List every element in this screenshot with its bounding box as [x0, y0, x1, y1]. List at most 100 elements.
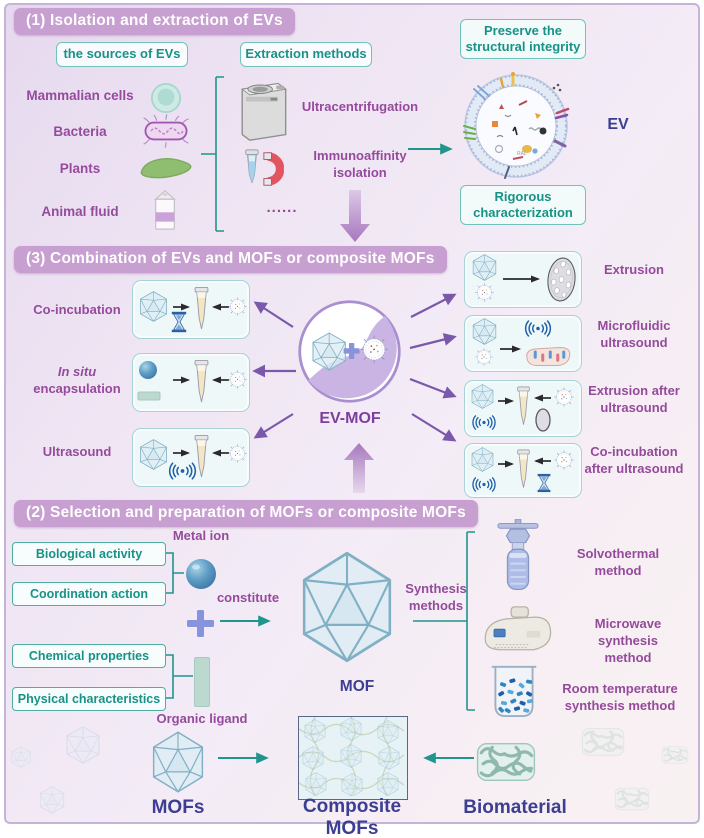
ev-icon	[359, 335, 389, 364]
ultrasound-icon	[524, 320, 552, 337]
bacteria-icon	[138, 114, 194, 148]
method-label-in-situ: In situ encapsulation	[14, 364, 140, 398]
tube-icon	[517, 449, 530, 488]
biomaterial-label: Biomaterial	[463, 797, 567, 818]
faded-mof-icon	[10, 746, 32, 768]
section3-banner: (3) Combination of EVs and MOFs or compo…	[14, 246, 447, 273]
metal-ion-label: Metal ion	[172, 528, 230, 543]
source-label-mammalian: Mammalian cells	[26, 88, 134, 103]
source-label-bacteria: Bacteria	[53, 124, 107, 139]
composite-mofs-label: Composite MOFs	[302, 796, 402, 838]
sources-heading-box: the sources of EVs	[56, 42, 188, 67]
source-label-plants: Plants	[59, 161, 101, 176]
organic-ligand-icon	[137, 391, 161, 401]
ev-icon	[228, 444, 247, 463]
tube-icon	[194, 286, 209, 330]
mof-label: MOF	[339, 678, 375, 695]
mofs-label: MOFs	[151, 797, 205, 818]
ultrasound-icon	[168, 462, 197, 480]
flow-down-arrow	[340, 190, 370, 242]
cell-icon	[150, 82, 182, 114]
ev-mof-circle	[298, 300, 401, 403]
mof-icon	[471, 447, 494, 472]
autoclave-icon	[496, 517, 540, 593]
co-incubation-box	[132, 280, 250, 339]
microwave-icon	[482, 605, 554, 655]
solvothermal-label: Solvothermal method	[576, 546, 660, 578]
plus-icon	[187, 610, 214, 637]
magnet-tube-icon	[238, 148, 284, 190]
method-label-microfluidic: Microfluidic ultrasound	[597, 318, 671, 350]
membrane-icon	[535, 408, 551, 432]
metal-ion-icon	[186, 559, 216, 589]
source-label-animal-fluid: Animal fluid	[41, 204, 119, 219]
method-label-ultrasound: Ultrasound	[42, 444, 112, 459]
flow-up-arrow	[344, 443, 374, 493]
tube-icon	[517, 386, 530, 425]
beaker-icon	[488, 661, 540, 721]
ev-icon	[228, 370, 247, 389]
organic-ligand-icon	[194, 657, 210, 707]
membrane-icon	[545, 256, 578, 303]
synthesis-heading: Synthesis methods	[405, 581, 467, 613]
metal-ion-icon	[139, 361, 157, 379]
preserve-note-box: Preserve the structural integrity	[460, 19, 586, 59]
plus-icon	[343, 342, 360, 359]
section2-banner: (2) Selection and preparation of MOFs or…	[14, 500, 478, 527]
svg-text:RAL: RAL	[517, 151, 527, 157]
ultracentrifuge-icon	[234, 76, 292, 144]
microfluidic-chip-icon	[526, 346, 571, 367]
method-label-co-incubation-after: Co-incubation after ultrasound	[584, 444, 684, 476]
hourglass-icon	[536, 473, 552, 493]
method-label-co-incubation: Co-incubation	[33, 302, 121, 317]
extraction-heading-box: Extraction methods	[240, 42, 372, 67]
ev-icon	[228, 297, 247, 316]
room-temp-label: Room temperature synthesis method	[562, 681, 678, 713]
ellipsis-label: ......	[266, 199, 298, 216]
immunoaffinity-label: Immunoaffinity isolation	[313, 148, 407, 180]
physical-characteristics-box: Physical characteristics	[12, 687, 166, 711]
faded-mof-icon	[64, 726, 102, 764]
ev-label: EV	[607, 116, 629, 133]
mof-icon	[472, 254, 497, 281]
tube-icon	[194, 434, 209, 478]
ev-diagram: RAL	[463, 72, 570, 179]
mofs-icon	[149, 731, 207, 793]
ev-icon	[475, 348, 493, 366]
ultrasound-icon	[472, 477, 496, 492]
organic-ligand-label: Organic ligand	[156, 711, 248, 726]
mof-3d-icon	[296, 551, 398, 663]
ev-icon	[554, 387, 574, 407]
biological-activity-box: Biological activity	[12, 542, 166, 566]
ev-icon	[475, 283, 494, 302]
faded-biomaterial-icon	[577, 726, 629, 758]
faded-biomaterial-icon	[660, 745, 690, 765]
ev-icon	[554, 450, 574, 470]
section1-banner: (1) Isolation and extraction of EVs	[14, 8, 295, 35]
rigorous-note-box: Rigorous characterization	[460, 185, 586, 225]
composite-mofs-panel	[298, 716, 408, 800]
ultrasound-icon	[472, 415, 496, 430]
constitute-label: constitute	[216, 590, 280, 605]
in-situ-rest: encapsulation	[33, 380, 121, 396]
in-situ-box	[132, 353, 250, 412]
biomaterial-icon	[472, 740, 540, 784]
milk-carton-icon	[151, 187, 179, 232]
in-situ-italic: In situ	[57, 364, 97, 379]
microfluidic-box	[464, 315, 582, 372]
faded-biomaterial-icon	[612, 786, 652, 812]
extrusion-after-ultrasound-box	[464, 380, 582, 437]
extrusion-box	[464, 251, 582, 308]
plant-icon	[138, 153, 196, 181]
ultracentrifugation-label: Ultracentrifugation	[301, 99, 419, 114]
mof-icon	[472, 318, 497, 345]
ev-mof-label: EV-MOF	[319, 410, 381, 427]
chemical-properties-box: Chemical properties	[12, 644, 166, 668]
method-label-extrusion-after: Extrusion after ultrasound	[588, 383, 680, 415]
mof-icon	[140, 291, 167, 322]
mof-icon	[471, 384, 494, 409]
ultrasound-box	[132, 428, 250, 487]
microwave-label: Microwave synthesis method	[594, 616, 662, 665]
